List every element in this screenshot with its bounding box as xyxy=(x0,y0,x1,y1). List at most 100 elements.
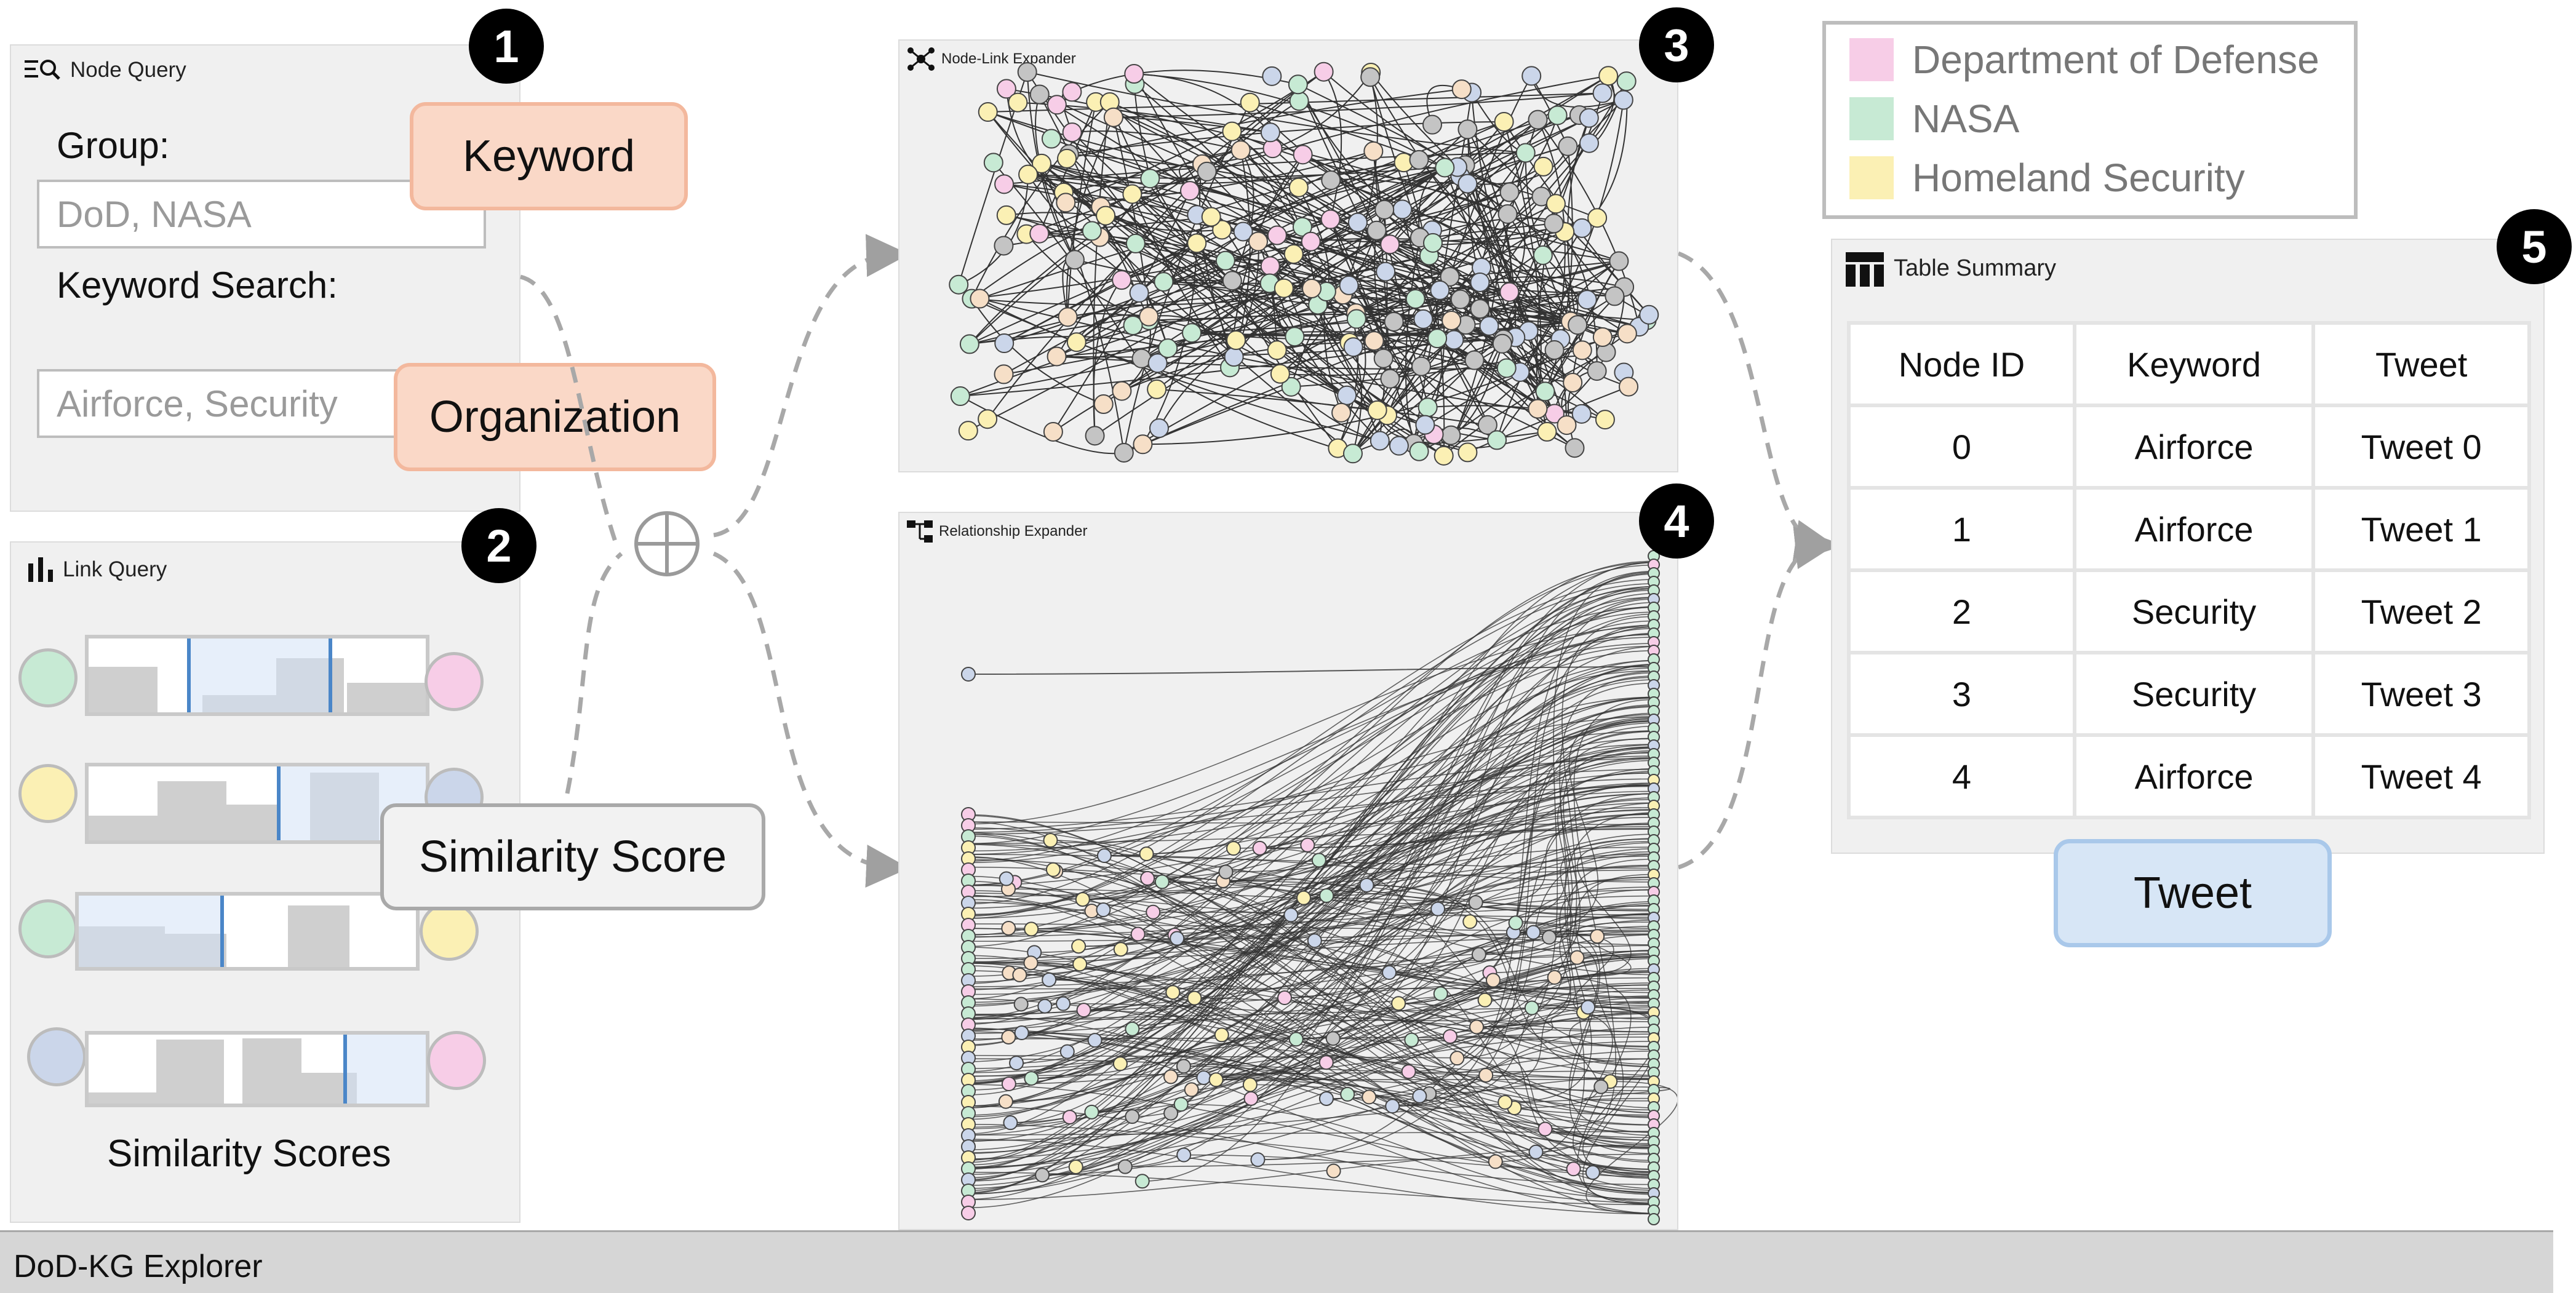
relationship-node xyxy=(961,1206,976,1220)
graph-node xyxy=(1496,358,1517,378)
relationship-node xyxy=(1056,996,1071,1011)
graph-node xyxy=(1422,114,1443,135)
relationship-edge xyxy=(1031,706,1654,1079)
relationship-node xyxy=(1471,947,1486,962)
table-row[interactable]: 2 Security Tweet 2 xyxy=(1847,568,2531,654)
relationship-node xyxy=(1433,986,1448,1001)
graph-node xyxy=(1587,208,1608,228)
link-row-3-right-node[interactable] xyxy=(420,902,479,961)
graph-node xyxy=(1158,338,1178,359)
table-summary-panel: Table Summary Node ID Keyword Tweet 0 Ai… xyxy=(1831,239,2545,854)
relationship-node xyxy=(1035,1168,1050,1183)
node-link-graph[interactable] xyxy=(899,41,1678,472)
node-link-title: Node-Link Expander xyxy=(941,50,1076,67)
relationship-edge xyxy=(968,893,1654,945)
table-cell: Security xyxy=(2072,568,2316,654)
graph-node xyxy=(1442,311,1462,331)
graph-edge xyxy=(1197,214,1640,328)
link-row-4-right-node[interactable] xyxy=(427,1031,486,1090)
table-header-row: Node ID Keyword Tweet xyxy=(1847,321,2531,407)
graph-node xyxy=(1314,62,1334,82)
table-row[interactable]: 1 Airforce Tweet 1 xyxy=(1847,486,2531,572)
graph-node xyxy=(1281,376,1301,397)
link-row-1-histogram[interactable] xyxy=(85,635,429,716)
relationship-node xyxy=(1566,1161,1581,1177)
relationship-node xyxy=(1218,864,1234,880)
step-badge-3: 3 xyxy=(1639,7,1714,82)
hist-selection-brush[interactable] xyxy=(187,639,332,712)
step-badge-2: 2 xyxy=(461,508,536,583)
tweet-button[interactable]: Tweet xyxy=(2054,839,2332,947)
relationship-node xyxy=(1071,939,1087,954)
graph-node xyxy=(1347,212,1368,233)
hist-selection-brush[interactable] xyxy=(79,896,224,967)
relationship-node xyxy=(1449,1051,1465,1066)
group-input[interactable]: DoD, NASA xyxy=(37,180,486,249)
relationship-node xyxy=(1045,862,1061,877)
relationship-edge xyxy=(968,660,1654,984)
merge-plus-icon xyxy=(634,511,700,576)
graph-node xyxy=(958,421,978,441)
relationship-edge xyxy=(968,624,1654,916)
graph-node xyxy=(1617,324,1637,344)
relationship-edge xyxy=(1314,667,1654,941)
legend-swatch-nasa xyxy=(1849,97,1894,140)
relationship-edge xyxy=(1082,696,1654,900)
group-label: Group: xyxy=(57,125,170,166)
table-row[interactable]: 4 Airforce Tweet 4 xyxy=(1847,733,2531,819)
relationship-node xyxy=(1385,1099,1400,1114)
relationship-edge xyxy=(968,856,1654,1214)
relationship-edge xyxy=(968,954,1654,1186)
graph-node xyxy=(1224,347,1244,367)
link-row-1-left-node[interactable] xyxy=(18,648,78,707)
graph-edge xyxy=(1196,242,1278,351)
graph-node xyxy=(1528,109,1548,130)
graph-node xyxy=(1457,173,1478,194)
relationship-edge xyxy=(968,945,1654,995)
table-row[interactable]: 3 Security Tweet 3 xyxy=(1847,651,2531,737)
graph-node xyxy=(1248,231,1269,252)
link-row-4-left-node[interactable] xyxy=(27,1027,86,1086)
relationship-node xyxy=(1075,892,1090,907)
relationship-node xyxy=(1430,901,1446,917)
relationship-node xyxy=(1009,1056,1024,1071)
graph-edge xyxy=(1496,286,1625,440)
graph-node xyxy=(1339,275,1359,295)
legend-label: Department of Defense xyxy=(1912,38,2319,82)
column-header[interactable]: Tweet xyxy=(2311,321,2531,407)
graph-node xyxy=(1260,122,1280,143)
table-row[interactable]: 0 Airforce Tweet 0 xyxy=(1847,404,2531,490)
graph-node xyxy=(1595,410,1615,430)
link-row-4-histogram[interactable] xyxy=(85,1031,429,1107)
column-header[interactable]: Node ID xyxy=(1847,321,2076,407)
graph-node xyxy=(1477,415,1497,435)
table-cell: Airforce xyxy=(2072,733,2316,819)
graph-node xyxy=(1363,141,1384,161)
graph-node xyxy=(1093,394,1114,415)
graph-edge xyxy=(1323,71,1342,220)
graph-edge xyxy=(1444,167,1555,414)
relationship-expander-panel[interactable]: Relationship Expander xyxy=(898,512,1678,1230)
node-link-expander-panel[interactable]: Node-Link Expander xyxy=(898,39,1678,472)
relationship-edge xyxy=(968,579,1654,905)
link-row-1-right-node[interactable] xyxy=(425,652,484,711)
graph-node xyxy=(1197,161,1217,181)
relationship-node xyxy=(1176,1059,1191,1074)
graph-node xyxy=(1544,213,1564,234)
graph-node xyxy=(1182,323,1202,343)
relationship-node xyxy=(1024,1071,1039,1086)
relationship-graph[interactable] xyxy=(899,513,1678,1230)
column-header[interactable]: Keyword xyxy=(2072,321,2316,407)
graph-edge xyxy=(1026,233,1192,334)
graph-node xyxy=(1285,327,1305,347)
relationship-node xyxy=(1125,1021,1140,1036)
relationship-node xyxy=(1362,1089,1377,1105)
relationship-edges xyxy=(968,560,1677,1215)
link-row-3-histogram[interactable] xyxy=(75,892,420,971)
hist-selection-brush[interactable] xyxy=(343,1035,426,1104)
graph-node xyxy=(1380,234,1400,255)
graph-node xyxy=(949,274,969,295)
relationship-node xyxy=(1087,1033,1103,1048)
table-summary-title: Table Summary xyxy=(1894,255,2056,281)
link-row-2-left-node[interactable] xyxy=(18,764,78,823)
